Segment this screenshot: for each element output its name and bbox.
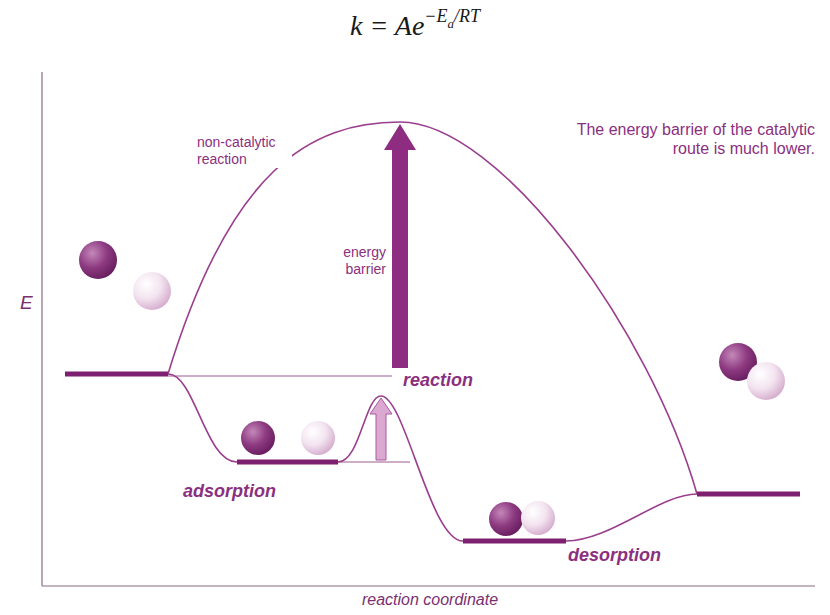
energy-level xyxy=(697,492,800,497)
molecule xyxy=(301,421,335,455)
non-catalytic-curve xyxy=(168,122,697,494)
axis-label: reaction coordinate xyxy=(330,590,530,609)
molecule xyxy=(521,501,555,535)
catalytic-barrier-arrow xyxy=(370,398,392,460)
y-axis xyxy=(41,72,42,586)
note-text: The energy barrier of the catalytic rout… xyxy=(560,120,815,158)
rate-formula: k = Ae xyxy=(350,10,424,41)
energy-level xyxy=(463,539,566,544)
formula-exponent: −E xyxy=(424,6,447,26)
rate-equation: k = Ae−Ea/RT xyxy=(0,8,830,44)
energy-level xyxy=(237,460,338,465)
molecule xyxy=(133,272,171,310)
reference-line xyxy=(338,462,410,463)
step-label: reaction xyxy=(403,370,473,392)
formula-exponent: /RT xyxy=(454,6,480,26)
molecule xyxy=(489,502,523,536)
barrier-arrow xyxy=(384,124,416,368)
formula-subscript: a xyxy=(448,16,455,31)
step-label: desorption xyxy=(568,545,661,567)
arrow-label: energy barrier xyxy=(324,244,386,278)
molecule xyxy=(79,241,117,279)
axis-label: E xyxy=(20,292,33,315)
molecule xyxy=(747,362,785,400)
curve-label: non-catalytic reaction xyxy=(197,134,292,168)
molecule xyxy=(241,421,275,455)
step-label: adsorption xyxy=(183,481,276,503)
energy-level xyxy=(65,372,168,377)
catalytic-curve xyxy=(168,374,697,541)
x-axis xyxy=(42,585,815,586)
reference-line xyxy=(168,376,392,377)
